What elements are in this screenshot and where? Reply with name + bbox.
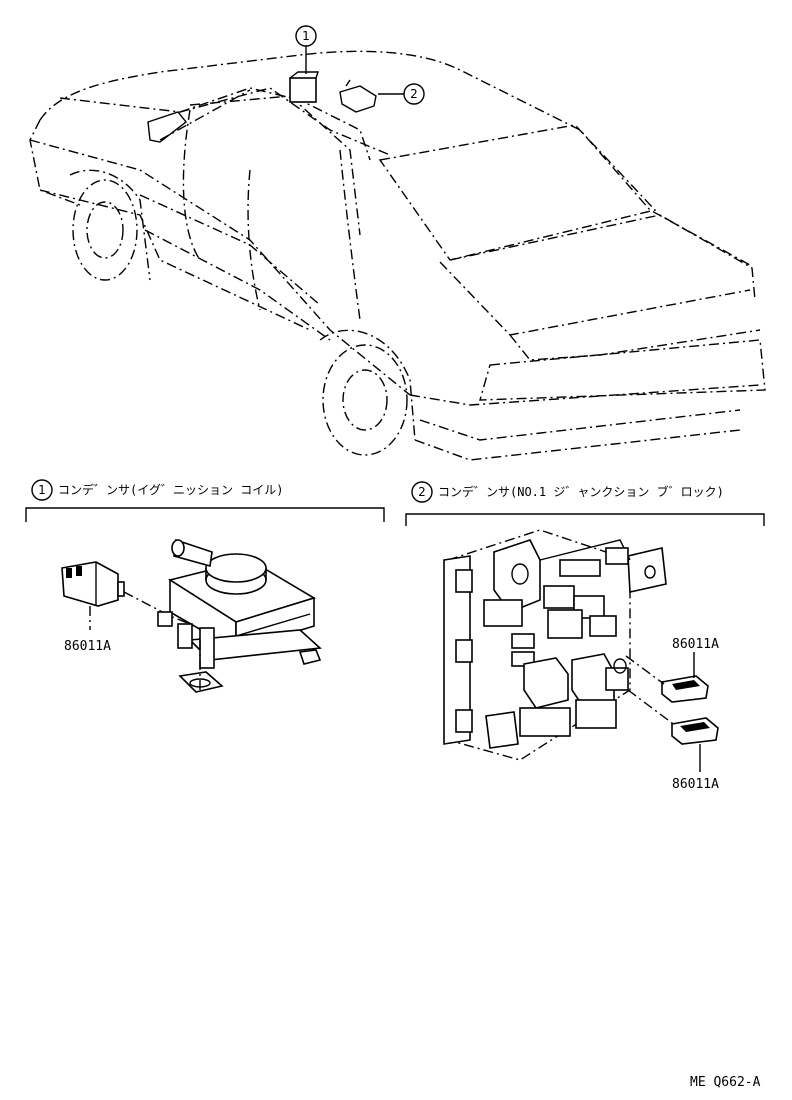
coil-condenser-icon: [289, 77, 317, 103]
junction-condenser-top[interactable]: [661, 675, 709, 703]
section-left-number: 1: [38, 483, 46, 497]
junction-bottom-dashline: [627, 689, 677, 727]
section-right-header: 2 コンデ゛ンサ(NO.1 ジ゛ャンクション ブ゛ロック): [405, 481, 765, 526]
section-right-title: コンデ゛ンサ(NO.1 ジ゛ャンクション ブ゛ロック): [438, 484, 724, 499]
callout-2-label: 2: [410, 87, 418, 101]
ignition-coil: [157, 538, 322, 693]
coil-condenser-part[interactable]: [61, 561, 125, 607]
callout-2[interactable]: 2: [378, 83, 425, 105]
section-right-number: 2: [418, 485, 426, 499]
junction-condenser-bottom[interactable]: [671, 717, 719, 745]
junction-top-dashline: [625, 655, 665, 685]
coil-part-number[interactable]: 86011A: [64, 639, 111, 654]
car-outline: [29, 50, 766, 461]
junction-condenser-icon: [339, 85, 377, 113]
junction-part-number-bottom[interactable]: 86011A: [672, 777, 719, 792]
junction-block: [443, 529, 667, 761]
section-left-header: 1 コンデ゛ンサ(イグ゛ニッション コイル): [25, 479, 385, 522]
callout-1-label: 1: [302, 29, 310, 43]
figure-code: ME Q662-A: [690, 1075, 761, 1090]
junction-part-number-top[interactable]: 86011A: [672, 637, 719, 652]
section-left-title: コンデ゛ンサ(イグ゛ニッション コイル): [58, 482, 283, 497]
callout-1[interactable]: 1: [295, 25, 317, 74]
